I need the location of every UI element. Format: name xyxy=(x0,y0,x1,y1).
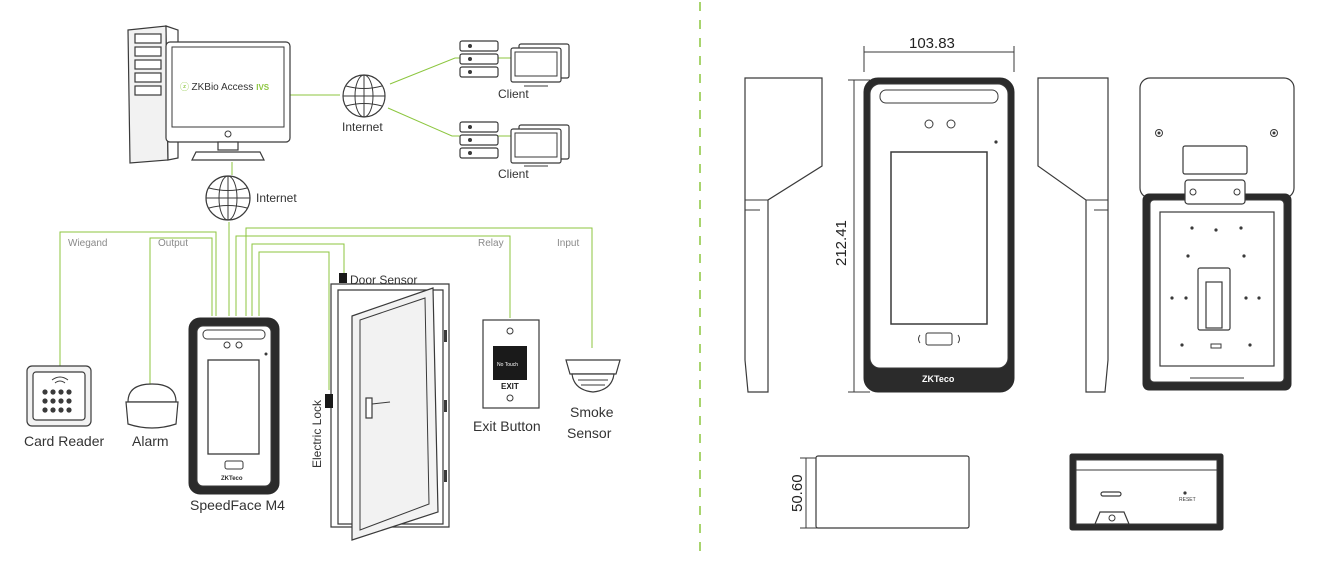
smoke-sensor-device xyxy=(565,359,621,393)
wiegand-label: Wiegand xyxy=(68,238,107,249)
smoke-sensor-label-1: Smoke xyxy=(570,404,614,420)
client-label: Client xyxy=(498,167,529,181)
exit-button-device: No Touch EXIT xyxy=(482,319,540,409)
device-bottom-view-right: RESET xyxy=(1069,453,1224,531)
device-logo: ZKTeco xyxy=(922,374,955,384)
smoke-sensor-label-2: Sensor xyxy=(567,425,612,441)
device-front-view: ZKTeco xyxy=(848,46,1015,393)
alarm-label: Alarm xyxy=(132,433,169,449)
speedface-label: SpeedFace M4 xyxy=(190,497,285,513)
internet-label: Internet xyxy=(342,120,383,134)
width-dimension-label: 103.83 xyxy=(909,35,955,52)
depth-dimension-label: 50.60 xyxy=(789,474,806,512)
door-sensor-label: Door Sensor xyxy=(350,273,417,287)
card-reader-device xyxy=(26,365,92,427)
speedface-device: ZKTeco xyxy=(188,317,280,495)
device-bottom-view-left xyxy=(800,455,970,529)
door-sensor-icon xyxy=(339,273,347,283)
alarm-device xyxy=(125,383,179,429)
exit-button-label: Exit Button xyxy=(473,418,541,434)
device-logo: ZKTeco xyxy=(221,476,243,482)
device-side-view-right xyxy=(1037,77,1109,393)
output-label: Output xyxy=(158,238,188,249)
card-reader-label: Card Reader xyxy=(24,433,104,449)
connection-wires xyxy=(59,57,593,390)
device-back-view xyxy=(1139,77,1295,391)
height-dimension-label: 212.41 xyxy=(833,220,850,266)
electric-lock-icon xyxy=(325,394,333,408)
client-label: Client xyxy=(498,87,529,101)
relay-label: Relay xyxy=(478,238,504,249)
electric-lock-label: Electric Lock xyxy=(310,399,324,468)
internet-label: Internet xyxy=(256,191,297,205)
exit-button-face-top: No Touch xyxy=(497,362,518,368)
client-workstation xyxy=(459,40,570,87)
internet-globe-icon xyxy=(205,175,251,221)
reset-label: RESET xyxy=(1179,497,1196,503)
door-assembly xyxy=(325,273,450,541)
internet-globe-icon xyxy=(342,74,386,118)
exit-button-face-bottom: EXIT xyxy=(501,382,519,391)
device-side-view-left xyxy=(744,77,823,393)
input-label: Input xyxy=(557,238,579,249)
client-workstation xyxy=(459,121,570,167)
